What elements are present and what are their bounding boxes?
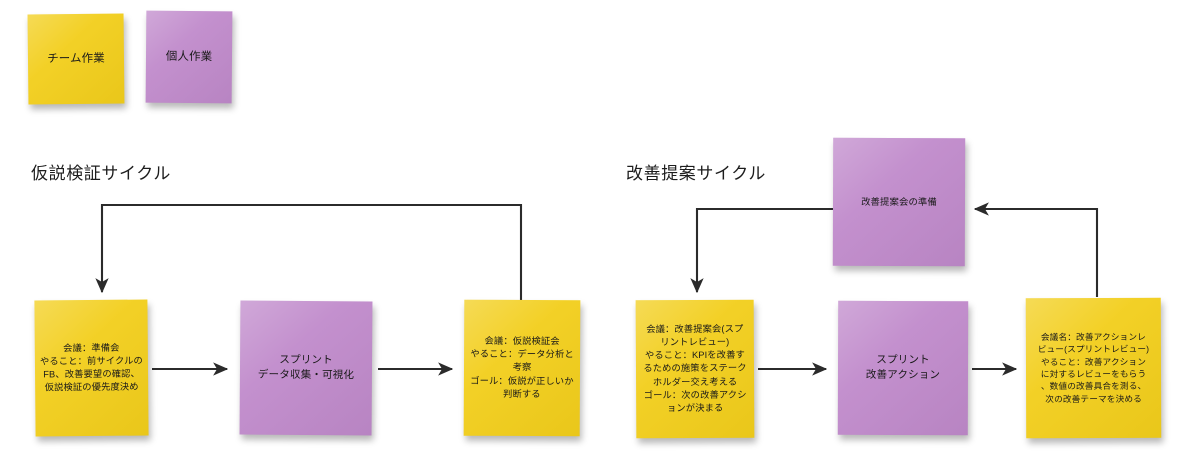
sticky-note-sprint-action: スプリント 改善アクション xyxy=(837,300,969,436)
sticky-note-prep-meeting: 会議：準備会 やること：前サイクルの FB、改善要望の確認、 仮説検証の優先度決… xyxy=(34,299,149,437)
sticky-note-sprint-data: スプリント データ収集・可視化 xyxy=(239,300,373,436)
sticky-note-prep-meeting-text: 会議：準備会 やること：前サイクルの FB、改善要望の確認、 仮説検証の優先度決… xyxy=(39,342,143,393)
legend-solo-label: 個人作業 xyxy=(165,50,213,64)
sticky-note-action-review-text: 会議名：改善アクションレ ビュー(スプリントレビュー) やること：改善アクション… xyxy=(1037,331,1150,404)
sticky-note-meeting-preparation-text: 改善提案会の準備 xyxy=(861,196,937,208)
sticky-note-action-review: 会議名：改善アクションレ ビュー(スプリントレビュー) やること：改善アクション… xyxy=(1025,297,1162,439)
sticky-note-proposal-meeting-text: 会議：改善提案会(スプ リントレビュー) やること：KPIを改善す るための施策… xyxy=(643,323,747,414)
sticky-note-verification-meeting-text: 会議：仮説検証会 やること：データ分析と 考察 ゴール：仮説が正しいか 判断する xyxy=(470,335,574,399)
cycle-title-hypothesis-verification: 仮説検証サイクル xyxy=(31,164,171,183)
connector-meeting-prep-to-proposal xyxy=(690,207,833,294)
legend-note-individual-work: 個人作業 xyxy=(145,10,233,104)
sticky-note-proposal-meeting: 会議：改善提案会(スプ リントレビュー) やること：KPIを改善す るための施策… xyxy=(635,299,755,439)
sticky-note-sprint-data-text: スプリント データ収集・可視化 xyxy=(257,353,355,382)
legend-team-label: チーム作業 xyxy=(47,52,105,66)
sticky-note-meeting-preparation: 改善提案会の準備 xyxy=(832,137,966,267)
connector-review-to-meeting-prep xyxy=(973,202,1099,297)
cycle-title-improvement-proposal: 改善提案サイクル xyxy=(626,164,766,183)
connector-verification-back-to-prep xyxy=(95,203,523,300)
legend-note-team-work: チーム作業 xyxy=(27,13,125,105)
sticky-note-verification-meeting: 会議：仮説検証会 やること：データ分析と 考察 ゴール：仮説が正しいか 判断する xyxy=(463,299,581,437)
sticky-note-sprint-action-text: スプリント 改善アクション xyxy=(865,353,941,382)
